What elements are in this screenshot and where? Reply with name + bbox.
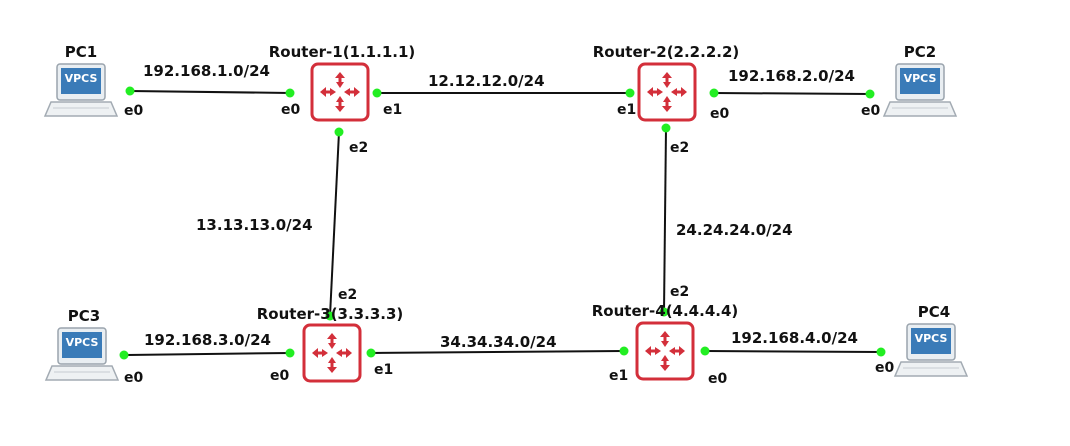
router-icon [635, 321, 695, 381]
interface-label: e0 [708, 371, 727, 387]
port-dot [625, 88, 635, 98]
pc-4[interactable]: PC4 VPCS [894, 303, 968, 377]
router-icon [310, 62, 370, 122]
interface-label: e0 [281, 102, 300, 118]
port-dot [285, 88, 295, 98]
links-layer [123, 90, 882, 356]
interface-label: e0 [124, 370, 143, 386]
network-label: 192.168.4.0/24 [731, 329, 858, 347]
port-dot [334, 127, 344, 137]
pc-2[interactable]: PC2 VPCS [883, 43, 957, 117]
network-label: 192.168.2.0/24 [728, 67, 855, 85]
interface-label: e2 [670, 284, 689, 300]
port-dot [285, 348, 295, 358]
interface-label: e1 [374, 362, 393, 378]
router-2-label: Router-2(2.2.2.2) [593, 43, 740, 61]
link-router2-pc2[interactable] [713, 92, 871, 95]
pc-3-label: PC3 [68, 307, 100, 325]
link-router2-router4[interactable] [663, 127, 667, 313]
port-dot [700, 346, 710, 356]
network-labels: 192.168.1.0/24 12.12.12.0/24 192.168.2.0… [143, 62, 858, 351]
port-dot [119, 350, 129, 360]
interface-label: e1 [609, 368, 628, 384]
router-4[interactable]: Router-4(4.4.4.4) [592, 302, 739, 381]
vpcs-screen-label: VPCS [915, 332, 948, 345]
link-pc1-router1[interactable] [129, 90, 291, 94]
port-dot [709, 88, 719, 98]
network-label: 12.12.12.0/24 [428, 72, 545, 90]
network-label: 34.34.34.0/24 [440, 333, 557, 351]
pc-2-label: PC2 [904, 43, 936, 61]
interface-label: e1 [617, 102, 636, 118]
pc-1[interactable]: PC1 VPCS [44, 43, 118, 117]
interface-label: e0 [875, 360, 894, 376]
router-3-label: Router-3(3.3.3.3) [257, 305, 404, 323]
interface-labels: e0 e0 e1 e1 e0 e0 e2 e2 e2 e2 e0 e0 e1 e… [124, 102, 894, 387]
port-dot [619, 346, 629, 356]
link-router1-router3[interactable] [329, 131, 340, 317]
pc-3[interactable]: PC3 VPCS [45, 307, 119, 381]
link-pc3-router3[interactable] [123, 352, 291, 356]
network-label: 192.168.1.0/24 [143, 62, 270, 80]
interface-label: e2 [349, 140, 368, 156]
port-dot [125, 86, 135, 96]
router-1[interactable]: Router-1(1.1.1.1) [269, 43, 416, 122]
pc-1-label: PC1 [65, 43, 97, 61]
network-label: 192.168.3.0/24 [144, 331, 271, 349]
vpcs-screen-label: VPCS [65, 72, 98, 85]
interface-label: e0 [710, 106, 729, 122]
link-router3-router4[interactable] [370, 350, 625, 354]
port-dot [659, 307, 669, 317]
router-2[interactable]: Router-2(2.2.2.2) [593, 43, 740, 122]
port-dot [661, 123, 671, 133]
router-icon [637, 62, 697, 122]
interface-label: e0 [861, 103, 880, 119]
interface-label: e0 [124, 103, 143, 119]
port-dot [876, 347, 886, 357]
interface-label: e0 [270, 368, 289, 384]
router-icon [302, 323, 362, 383]
port-dot [372, 88, 382, 98]
interface-label: e2 [338, 287, 357, 303]
interface-label: e1 [383, 102, 402, 118]
port-dot [325, 311, 335, 321]
port-dot [865, 89, 875, 99]
pc-4-label: PC4 [918, 303, 950, 321]
router-4-label: Router-4(4.4.4.4) [592, 302, 739, 320]
network-label: 13.13.13.0/24 [196, 216, 313, 234]
link-router4-pc4[interactable] [704, 350, 882, 353]
ports-layer [119, 86, 886, 360]
router-3[interactable]: Router-3(3.3.3.3) [257, 305, 404, 383]
vpcs-screen-label: VPCS [904, 72, 937, 85]
interface-label: e2 [670, 140, 689, 156]
port-dot [366, 348, 376, 358]
router-1-label: Router-1(1.1.1.1) [269, 43, 416, 61]
vpcs-screen-label: VPCS [66, 336, 99, 349]
network-label: 24.24.24.0/24 [676, 221, 793, 239]
